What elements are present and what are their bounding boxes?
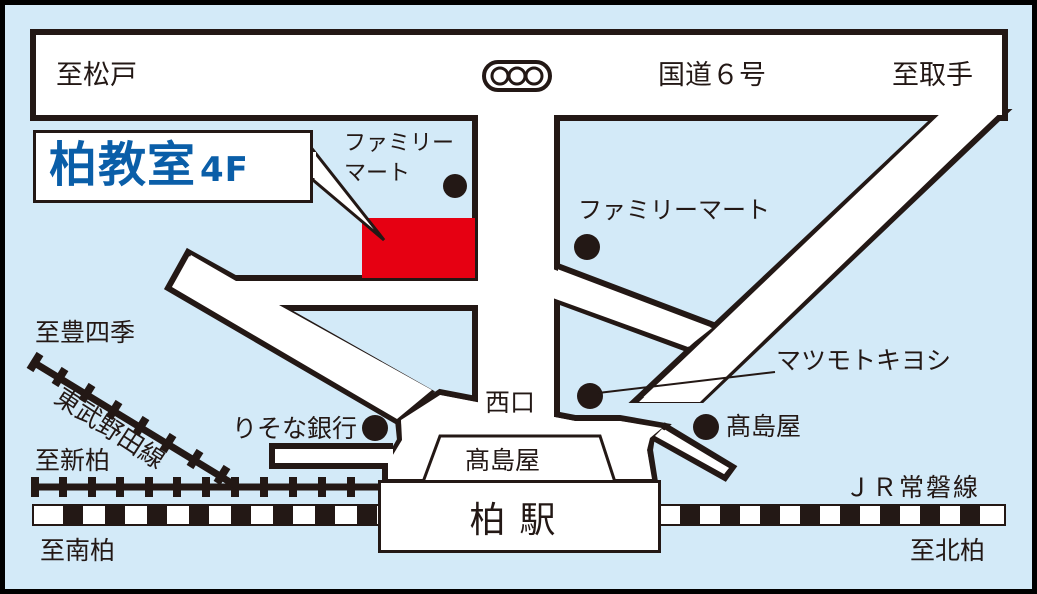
familymart-1-dot [443,174,467,198]
label-to-minamikashiwa: 至南柏 [40,536,116,565]
takashimaya-east-dot [693,414,719,440]
label-to-shinkashiwa: 至新柏 [35,446,111,475]
label-to-kitakashiwa: 至北柏 [910,536,986,565]
traffic-signal-icon [482,60,552,92]
label-familymart-1-line2: マート [344,161,411,186]
station-name: 柏駅 [469,499,570,541]
classroom-name: 柏教室 [49,137,197,193]
label-to-matsudo: 至松戸 [56,60,137,91]
label-familymart-1-line1: ファミリー [344,131,455,156]
label-resona: りそな銀行 [232,414,358,443]
tobu-noda-line [26,351,385,497]
label-west-exit: 西口 [485,388,536,417]
label-jr-line: ＪＲ常磐線 [845,473,981,502]
target-building[interactable] [362,218,475,278]
familymart-2-dot [574,234,600,260]
label-takashimaya-east: 髙島屋 [726,412,802,441]
classroom-floor: 4F [200,150,249,190]
label-to-toyoshiki: 至豊四季 [35,318,136,347]
label-takashimaya-station: 髙島屋 [465,446,541,475]
matsumoto-leader-line [597,371,776,394]
resona-dot [362,415,388,441]
kashiwa-station[interactable]: 柏駅 [378,480,661,553]
label-matsumoto: マツモトキヨシ [776,346,952,375]
label-route6: 国道６号 [658,60,766,91]
label-familymart-2: ファミリーマート [578,196,770,224]
label-to-toride: 至取手 [892,60,973,91]
matsumoto-dot [577,383,603,409]
